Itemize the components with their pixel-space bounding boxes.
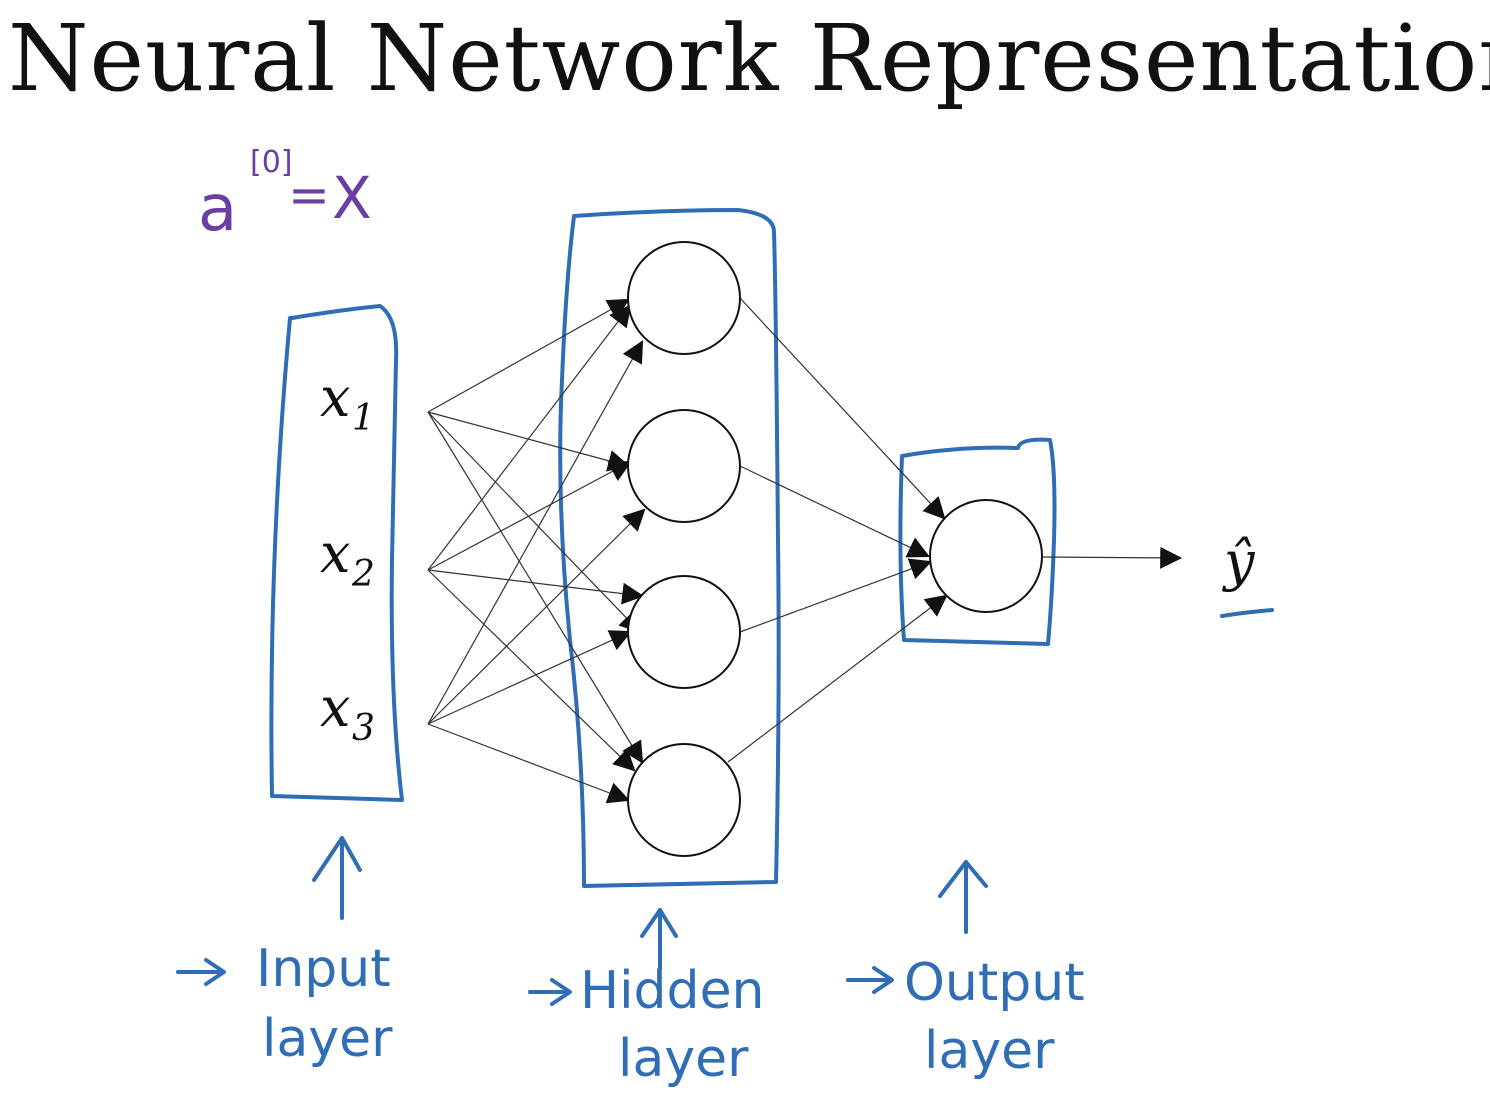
edge-x2-h4	[427, 569, 636, 772]
input-label-line2: layer	[262, 1009, 393, 1069]
hidden-node-4	[627, 743, 741, 857]
annotation-equals: =	[288, 166, 330, 224]
edge-h4-out	[727, 594, 948, 763]
slide-title: Neural Network Representation	[8, 5, 1490, 112]
edge-x1-h4	[427, 411, 644, 764]
output-label-line1: Output	[904, 953, 1085, 1013]
edge-x2-h3	[427, 569, 645, 605]
hidden-label-line1: Hidden	[580, 961, 765, 1021]
edge-h3-out	[739, 558, 933, 633]
hidden-label-pointer-icon	[528, 978, 572, 1006]
output-layer-box	[898, 437, 1057, 646]
input-layer-box	[269, 304, 404, 802]
hidden-node-3	[627, 575, 741, 689]
annotation-superscript: [0]	[250, 145, 293, 180]
input-node-x1: x 1	[320, 366, 375, 439]
edge-x1-h1	[427, 298, 630, 413]
output-underline	[1220, 608, 1274, 618]
input-x2-sub: 2	[351, 554, 375, 595]
hidden-label-line2: layer	[618, 1029, 749, 1089]
input-x3-sub: 3	[352, 708, 375, 749]
edge-h1-out	[739, 297, 946, 520]
output-node	[929, 499, 1043, 613]
output-symbol: ŷ	[1222, 530, 1256, 593]
input-x2-base: x	[320, 522, 350, 585]
edge-x2-h2	[427, 460, 632, 571]
output-label-line2: layer	[924, 1021, 1055, 1081]
edge-x2-h1	[427, 304, 632, 571]
edge-h2-out	[739, 465, 930, 558]
hidden-layer-box	[558, 208, 781, 888]
input-label-pointer-icon	[176, 958, 226, 986]
edge-x3-h3	[427, 630, 633, 725]
input-x1-base: x	[320, 366, 350, 429]
input-up-arrow-icon	[312, 836, 362, 920]
hidden-output-edges	[727, 297, 948, 763]
hidden-node-1	[627, 241, 741, 355]
edge-x3-h4	[427, 723, 631, 804]
edge-x3-h2	[427, 508, 646, 725]
output-up-arrow-icon	[938, 860, 988, 934]
input-node-x3: x 3	[320, 676, 375, 749]
input-node-x2: x 2	[320, 522, 375, 595]
edge-x1-h3	[427, 411, 642, 634]
input-x3-base: x	[320, 676, 350, 739]
annotation-a: a	[198, 172, 237, 246]
input-x1-sub: 1	[352, 398, 375, 439]
annotation-rhs: X	[332, 164, 372, 232]
hidden-up-arrow-icon	[640, 908, 678, 970]
output-arrow	[1041, 546, 1183, 569]
edge-x3-h1	[427, 340, 644, 725]
input-label-line1: Input	[256, 939, 391, 999]
activation-annotation: a [0] = X	[198, 145, 372, 246]
input-hidden-edges	[427, 298, 646, 804]
hidden-node-2	[627, 409, 741, 523]
output-label-pointer-icon	[846, 966, 894, 994]
